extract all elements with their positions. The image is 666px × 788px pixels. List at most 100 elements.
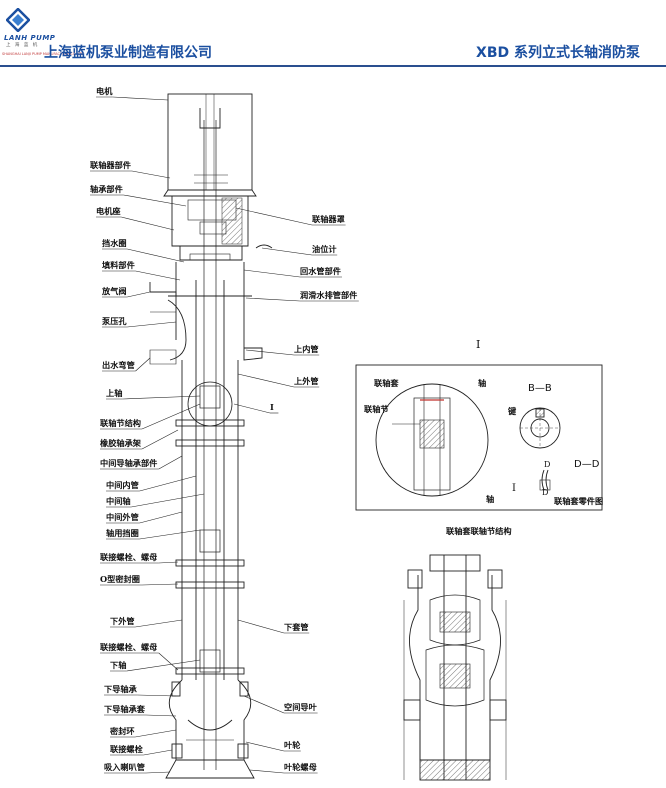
right-leader-5 [237,373,295,388]
left-leader-2 [123,194,187,207]
left-label-20: 联接螺栓、螺母 [100,642,158,652]
right-label-10: 叶轮螺母 [284,762,317,772]
mark-d1: D [544,460,551,469]
section-bb-label: B—B [528,383,552,394]
left-label-15: 中间外管 [106,512,139,522]
right-leader-4 [245,349,295,356]
left-leader-10 [141,403,201,430]
series-title: XBD 系列立式长轴消防泵 [476,45,640,61]
left-label-23: 下导轴承套 [104,704,145,714]
left-label-9: 上轴 [106,388,123,398]
left-label-10: 联轴节结构 [100,418,141,428]
left-label-7: 泵压孔 [102,316,127,326]
right-label-3: 润滑水排管部件 [300,290,358,300]
right-label-1: 油位计 [312,244,337,254]
right-leader-9 [245,741,285,752]
left-leader-1 [131,170,171,179]
left-leader-4 [127,248,185,263]
header-rule [0,65,666,67]
left-leader-16 [139,529,201,540]
left-leader-25 [143,749,173,756]
label-detail-i: I [512,483,516,494]
left-label-2: 轴承部件 [90,184,123,194]
right-label-7: 下套管 [284,622,309,632]
detail-i-marker [187,381,233,427]
right-label-5: 上外管 [294,376,319,386]
left-label-25: 联接螺栓 [110,744,143,754]
company-logo-icon [5,7,31,33]
left-label-14: 中间轴 [106,496,131,506]
left-label-17: 联接螺栓、螺母 [100,552,158,562]
left-leader-21 [126,659,201,672]
left-leader-18 [141,583,179,586]
left-label-8: 出水弯管 [102,360,135,370]
left-label-19: 下外管 [110,616,135,626]
left-label-21: 下轴 [110,660,127,670]
left-leader-14 [131,493,205,508]
left-leader-24 [135,729,177,738]
left-label-1: 联轴器部件 [90,160,131,170]
left-leader-8 [135,357,151,372]
label-coupling-sleeve: 联轴套 [374,378,399,388]
left-label-12: 中间导轴承部件 [100,458,158,468]
left-label-3: 电机座 [96,206,121,216]
page-header: LANH PUMP 上 海 蓝 机 SHANGHAI LANJI PUMP MA… [0,0,666,67]
left-leader-22 [137,694,177,697]
left-leader-13 [139,475,197,492]
label-key: 键 [508,406,517,416]
logo-english: LANH PUMP [4,34,56,42]
left-leader-3 [121,216,175,231]
logo-chinese: 上 海 蓝 机 [6,43,39,48]
logo-tagline: SHANGHAI LANJI PUMP MANUFACTURE CO.,LTD [2,52,84,56]
left-label-24: 密封环 [110,726,135,736]
label-coupling-joint: 联轴节 [364,404,389,414]
right-label-8: 空间导叶 [284,702,317,712]
caption-joint: 联轴套联轴节结构 [446,526,512,536]
left-leader-9 [122,395,201,400]
left-leader-0 [112,96,169,101]
section-dd-label: D—D [574,459,600,470]
left-leader-7 [127,321,177,328]
right-leader-0 [235,207,313,226]
right-leader-1 [261,247,313,256]
left-leader-20 [158,652,179,671]
left-leader-23 [145,714,177,717]
left-leader-15 [139,511,183,524]
left-label-22: 下导轴承 [104,684,137,694]
right-label-0: 联轴器罩 [312,214,345,224]
left-leader-26 [145,771,171,774]
left-leader-17 [158,561,179,564]
company-name: 上海蓝机泵业制造有限公司 [44,45,212,61]
right-leader-6 [233,403,271,414]
detail-i-box [355,364,603,511]
left-label-5: 填料部件 [102,260,135,270]
right-label-2: 回水管部件 [300,266,341,276]
label-sleeve-part: 联轴套零件图 [554,496,604,506]
right-leader-8 [243,695,285,714]
label-shaft-top: 轴 [478,378,487,388]
left-label-13: 中间内管 [106,480,139,490]
mark-d2: D [542,488,549,497]
left-leader-5 [135,270,181,281]
left-label-16: 轴用挡圈 [106,528,139,538]
right-leader-3 [245,297,301,302]
left-label-0: 电机 [96,86,113,96]
bowl-section-drawing [403,554,507,781]
right-label-4: 上内管 [294,344,319,354]
left-label-26: 吸入喇叭管 [104,762,145,772]
motor-body [167,93,253,191]
left-label-11: 橡胶轴承架 [100,438,141,448]
right-label-6: I [270,402,274,412]
right-leader-2 [243,269,301,278]
right-leader-7 [237,619,285,634]
right-label-9: 叶轮 [284,740,301,750]
left-label-4: 挡水圈 [102,238,127,248]
right-leader-10 [249,769,285,774]
left-label-18: O型密封圈 [100,574,140,584]
left-leader-19 [135,619,183,628]
left-leader-12 [158,455,183,470]
left-leader-6 [127,291,151,298]
left-label-6: 放气阀 [102,286,127,296]
label-shaft-bottom: 轴 [486,494,495,504]
